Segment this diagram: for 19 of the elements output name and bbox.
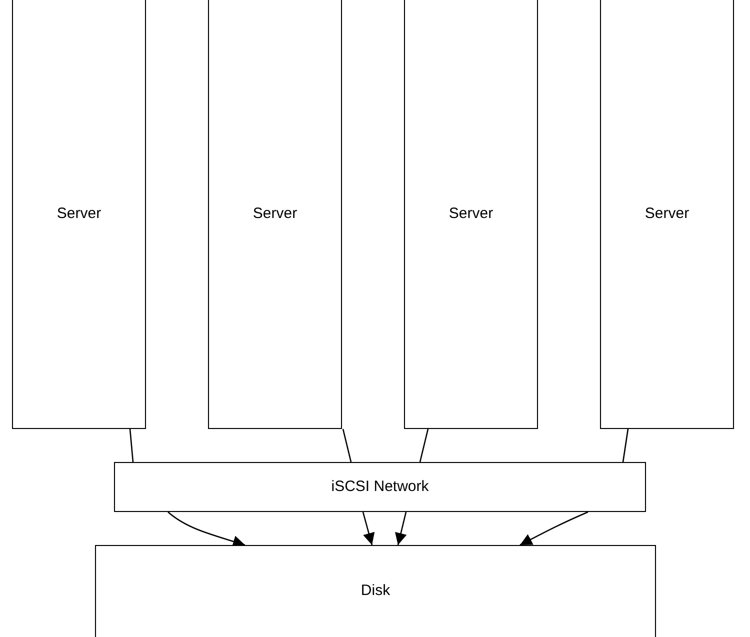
server-box [404, 0, 538, 429]
connector-line [622, 428, 629, 462]
node-label: Server [644, 204, 690, 224]
connector-line [419, 428, 429, 462]
server-box [208, 0, 342, 429]
connector-line [129, 428, 134, 462]
arrow [395, 512, 407, 546]
server-box [12, 0, 146, 429]
network-box [114, 462, 646, 512]
node-label: Server [448, 204, 494, 224]
node-label: iSCSI Network [331, 476, 429, 497]
node-label: Disk [360, 581, 390, 602]
arrow [520, 511, 588, 546]
node-label: Server [56, 204, 102, 224]
arrow [362, 512, 375, 546]
arrow [168, 512, 246, 548]
connector-line [342, 428, 352, 462]
node-label: Server [252, 204, 298, 224]
server-box [600, 0, 734, 429]
